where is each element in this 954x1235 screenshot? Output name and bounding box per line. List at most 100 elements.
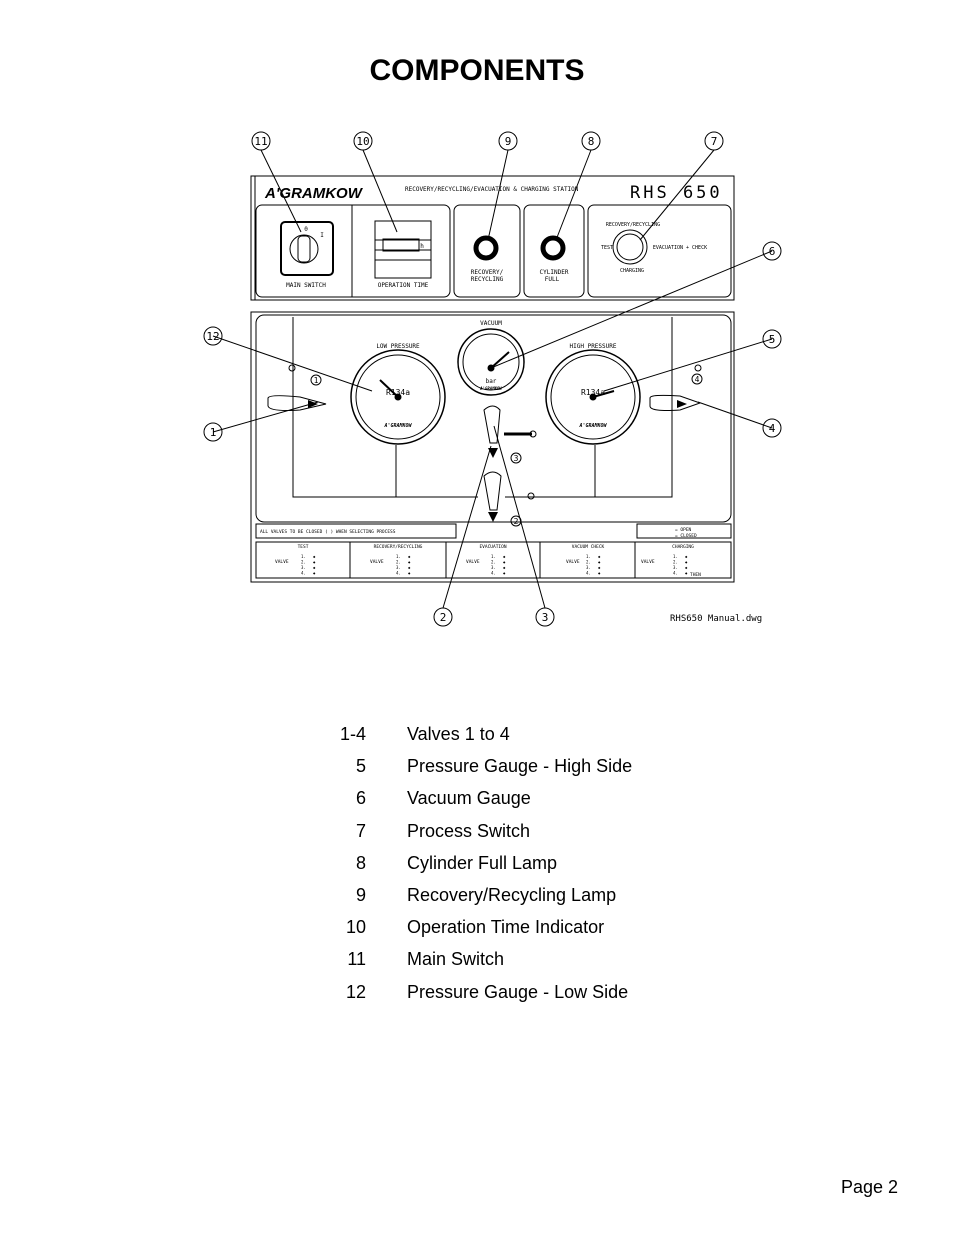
valve-1-handle [267,395,327,411]
svg-text:VALVE: VALVE [370,559,384,565]
process-valve-number: 1. [586,554,591,559]
process-valve-number: 1. [396,554,401,559]
svg-text:FULL: FULL [545,276,560,283]
valve-state-icon: ◆ [408,571,411,576]
valve-notice: ALL VALVES TO BE CLOSED ( ) WHEN SELECTI… [260,529,396,535]
process-valve-number: 2. [673,560,678,565]
control-panel-main [250,311,735,583]
svg-text:bar: bar [486,378,497,385]
callout-11: 11 [254,135,267,148]
svg-text:= CLOSED: = CLOSED [675,533,697,539]
svg-text:CHARGING: CHARGING [620,268,644,274]
valve-state-icon: ◆ [313,571,316,576]
svg-text:0: 0 [304,226,308,233]
main-switch-icon [280,221,334,276]
valve-state-icon: ◆ [313,565,316,570]
main-switch-label: MAIN SWITCH [286,282,326,289]
svg-text:1: 1 [314,376,319,385]
svg-text:VALVE: VALVE [641,559,655,565]
callout-12: 12 [206,330,219,343]
high-pressure-gauge-icon [545,349,641,445]
process-valve-number: 4. [396,571,401,576]
process-valve-number: 1. [491,554,496,559]
svg-text:TEST: TEST [601,245,613,251]
callout-4: 4 [769,422,776,435]
recovery-lamp-label: RECOVERY/ [471,269,504,276]
callout-1: 1 [210,426,217,439]
file-name: RHS650 Manual.dwg [670,614,762,624]
callout-10: 10 [356,135,369,148]
process-valve-number: 2. [301,560,306,565]
svg-text:VALVE: VALVE [275,559,289,565]
valve-state-icon: ◆ [408,565,411,570]
low-pressure-label: LOW PRESSURE [376,343,420,350]
page-number: Page 2 [840,1177,898,1197]
svg-text:VACUUM CHECK: VACUUM CHECK [572,544,605,550]
svg-text:RECOVERY/RECYCLING: RECOVERY/RECYCLING [606,222,660,228]
valve-state-icon: ◆ [408,554,411,559]
brand-logo: A'GRAMKOW [264,185,364,202]
callout-5: 5 [769,333,776,346]
svg-text:RECOVERY/RECYCLING: RECOVERY/RECYCLING [374,544,423,550]
valve-3-handle [483,471,502,511]
process-valve-number: 3. [396,565,401,570]
callout-8: 8 [588,135,595,148]
process-valve-number: 3. [301,565,306,570]
valve-4-handle [649,394,702,411]
svg-text:R134a: R134a [581,388,605,397]
process-valve-number: 3. [491,565,496,570]
svg-text:VALVE: VALVE [466,559,480,565]
process-valve-number: 4. [491,571,496,576]
valve-state-icon: ◆ [685,571,688,576]
page-title: COMPONENTS [369,54,585,87]
model-name: RHS 650 [630,183,723,203]
valve-state-icon: ◆ [598,554,601,559]
process-valve-number: 4. [301,571,306,576]
svg-text:THEN: THEN [690,572,701,578]
callout-2: 2 [440,611,447,624]
svg-text:VALVE: VALVE [566,559,580,565]
process-valve-number: 4. [673,571,678,576]
svg-text:RECYCLING: RECYCLING [471,276,504,283]
process-valve-number: 2. [586,560,591,565]
process-switch-icon [616,233,644,261]
cylinder-full-lamp-icon [540,235,566,261]
control-panel-top [250,175,735,301]
svg-text:A'GRAMKOW: A'GRAMKOW [479,386,502,391]
valve-state-icon: ◆ [685,554,688,559]
process-valve-number: 2. [491,560,496,565]
cylinder-lamp-label: CYLINDER [540,269,569,276]
valve-state-icon: ◆ [598,565,601,570]
process-valve-number: 2. [396,560,401,565]
svg-text:CHARGING: CHARGING [672,544,694,550]
operation-time-label: OPERATION TIME [378,282,429,289]
svg-text:= OPEN: = OPEN [675,527,692,533]
svg-text:h: h [420,243,424,250]
low-pressure-gauge-icon [350,349,446,445]
valve-state-icon: ◆ [685,565,688,570]
valve-state-icon: ◆ [503,571,506,576]
valve-state-icon: ◆ [598,560,601,565]
valve-state-icon: ◆ [503,560,506,565]
svg-text:EVACUATION + CHECK: EVACUATION + CHECK [653,245,707,251]
valve-state-icon: ◆ [408,560,411,565]
callout-7: 7 [711,135,718,148]
vacuum-label: VACUUM [480,320,502,327]
valve-state-icon: ◆ [503,554,506,559]
process-valve-number: 3. [586,565,591,570]
svg-text:A'GRAMKOW: A'GRAMKOW [578,423,607,429]
recovery-lamp-icon [473,235,499,261]
svg-text:3: 3 [514,454,519,463]
svg-text:R134a: R134a [386,388,410,397]
high-pressure-label: HIGH PRESSURE [570,343,617,350]
svg-text:I: I [320,232,324,239]
valve-state-icon: ◆ [598,571,601,576]
svg-text:2: 2 [514,517,519,526]
valve-state-icon: ◆ [503,565,506,570]
callout-6: 6 [769,245,776,258]
svg-text:TEST: TEST [298,544,309,550]
process-valve-number: 3. [673,565,678,570]
process-valve-number: 1. [673,554,678,559]
svg-text:A'GRAMKOW: A'GRAMKOW [383,423,412,429]
station-title: RECOVERY/RECYCLING/EVACUATION & CHARGING… [405,186,579,193]
